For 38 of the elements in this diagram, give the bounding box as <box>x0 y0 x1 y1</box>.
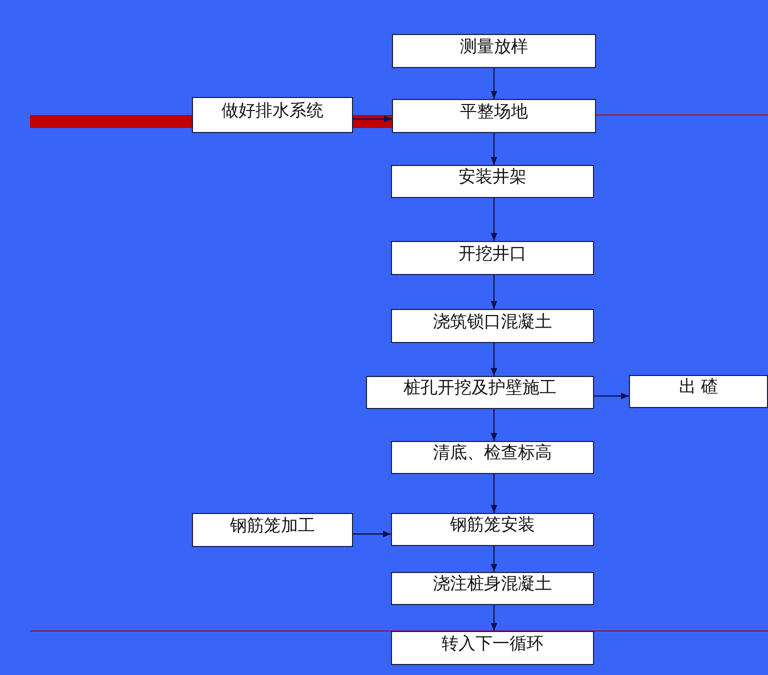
arrow <box>490 605 498 631</box>
process-box <box>391 241 594 275</box>
step-label: 安装井架 <box>458 168 526 187</box>
process-box <box>629 375 768 408</box>
step-label: 出 碴 <box>678 378 718 397</box>
step-label: 平整场地 <box>460 102 528 122</box>
process-box <box>192 513 353 547</box>
process-box <box>391 513 594 546</box>
step-label: 钢筋笼安装 <box>450 516 535 535</box>
step-label: 钢筋笼加工 <box>230 516 315 536</box>
arrow <box>490 198 498 241</box>
process-box <box>366 376 594 409</box>
process-box <box>192 97 353 133</box>
arrow <box>594 392 629 400</box>
process-box <box>391 572 594 605</box>
arrow <box>490 68 498 99</box>
step-label: 做好排水系统 <box>222 102 324 120</box>
arrow <box>353 116 392 122</box>
process-box <box>392 99 596 133</box>
step-label: 浇注桩身混凝土 <box>433 575 552 594</box>
step-label: 开挖井口 <box>458 244 526 264</box>
process-box <box>391 631 594 665</box>
process-box <box>391 165 594 198</box>
step-label: 桩孔开挖及护壁施工 <box>404 379 556 398</box>
process-box <box>391 441 594 474</box>
process-box <box>392 34 596 68</box>
arrow <box>353 530 391 538</box>
process-box <box>391 309 594 343</box>
arrow <box>490 409 498 441</box>
arrow <box>490 275 498 309</box>
arrow <box>490 133 498 165</box>
step-label: 转入下一循环 <box>442 634 544 654</box>
arrow <box>490 546 498 572</box>
step-label: 浇筑锁口混凝土 <box>433 312 552 332</box>
step-label: 清底、检查标高 <box>433 444 552 463</box>
arrow <box>490 343 498 376</box>
step-label: 测量放样 <box>460 38 528 56</box>
arrow <box>490 474 498 513</box>
